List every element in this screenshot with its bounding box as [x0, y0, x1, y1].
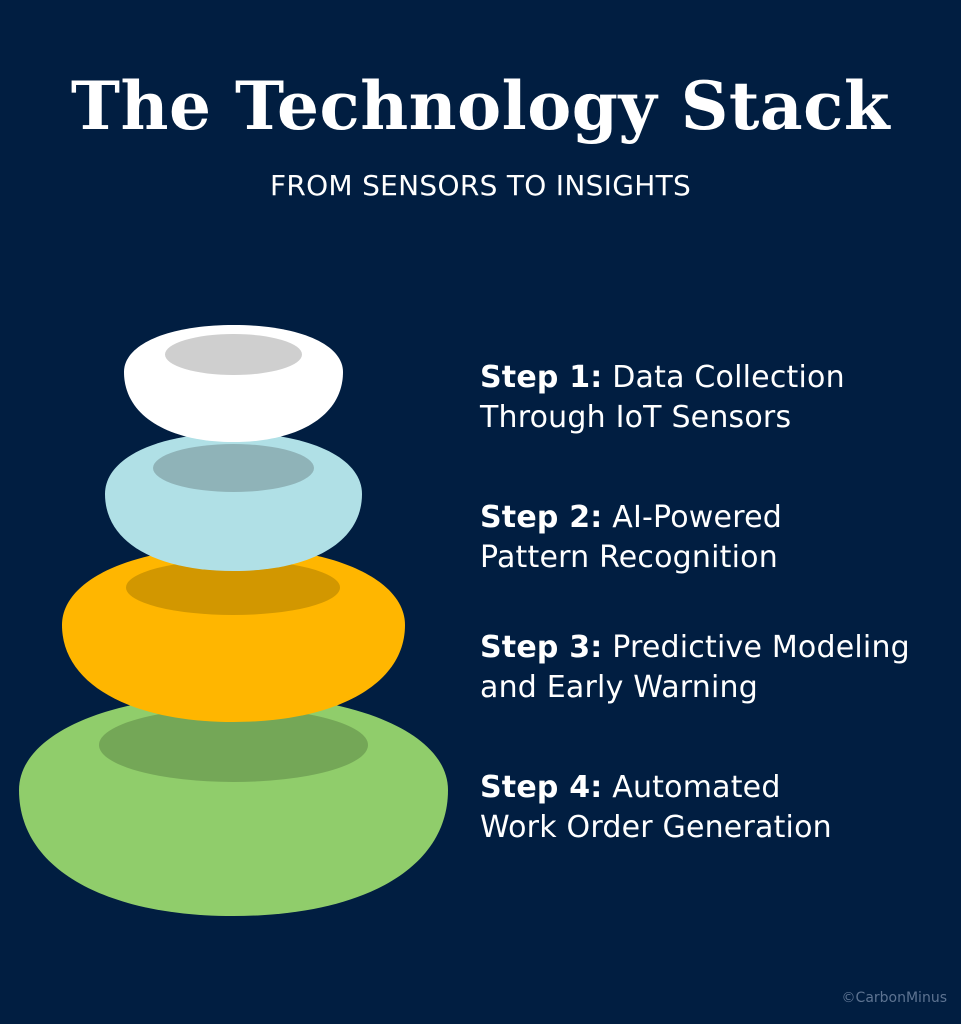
step-4: Step 4: Automated Work Order Generation	[480, 768, 832, 848]
step-3-subtitle: and Early Warning	[480, 670, 759, 705]
ring-4-green	[19, 695, 448, 916]
step-2-subtitle: Pattern Recognition	[480, 540, 778, 575]
step-1-title: Data Collection	[612, 360, 845, 395]
step-3-label: Step 3:	[480, 630, 603, 665]
step-3: Step 3: Predictive Modeling and Early Wa…	[480, 628, 910, 708]
ring-1-white	[124, 325, 343, 442]
step-2: Step 2: AI-Powered Pattern Recognition	[480, 498, 782, 578]
page-title: The Technology Stack	[70, 67, 891, 145]
step-1-subtitle: Through IoT Sensors	[480, 400, 792, 435]
step-1: Step 1: Data Collection Through IoT Sens…	[480, 358, 845, 438]
ring-3-orange	[62, 547, 405, 722]
step-4-title: Automated	[612, 770, 781, 805]
step-3-title: Predictive Modeling	[612, 630, 910, 665]
step-4-label: Step 4:	[480, 770, 603, 805]
step-2-label: Step 2:	[480, 500, 603, 535]
page-subtitle: FROM SENSORS TO INSIGHTS	[269, 169, 692, 202]
copyright-credit: ©CarbonMinus	[841, 990, 947, 1006]
step-1-label: Step 1:	[480, 360, 603, 395]
step-4-subtitle: Work Order Generation	[480, 810, 832, 845]
ring-2-lightblue	[105, 433, 362, 571]
step-2-title: AI-Powered	[612, 500, 782, 535]
